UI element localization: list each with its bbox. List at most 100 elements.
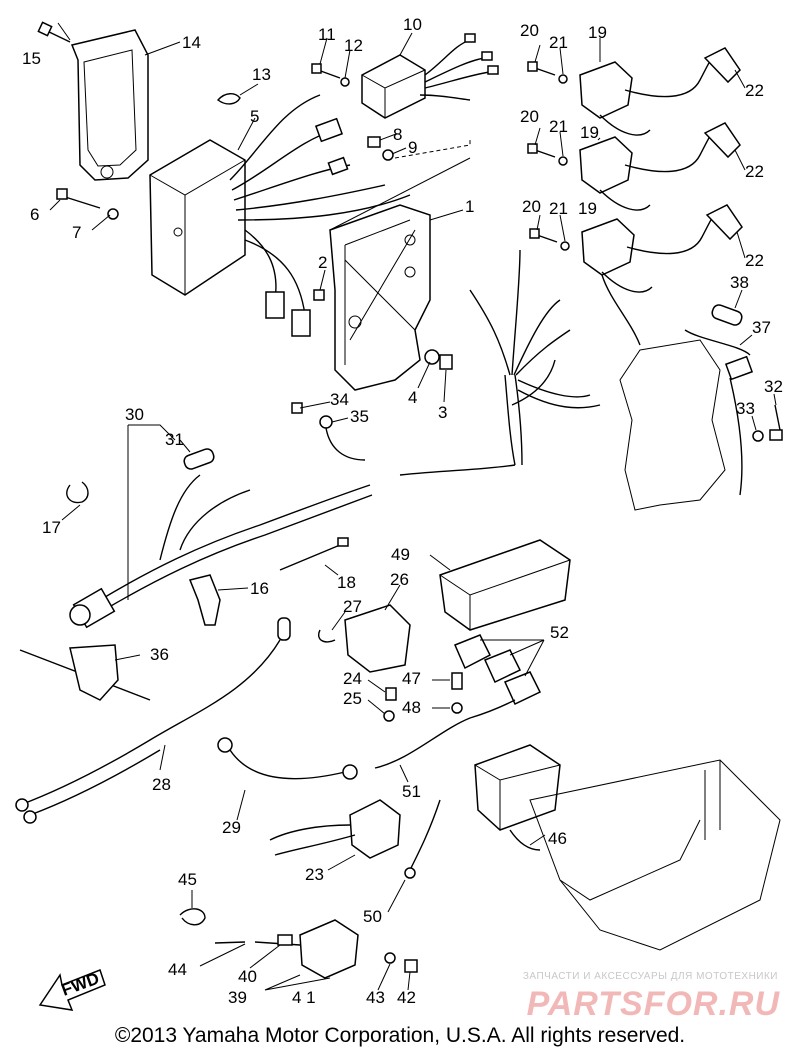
callout-9: 9 <box>408 138 417 157</box>
part-28-battery-cable <box>15 617 291 824</box>
part-14-cover <box>70 29 149 181</box>
part-9-washer <box>382 149 394 161</box>
part-23-starter-relay <box>269 799 401 859</box>
callout-52: 52 <box>550 623 569 642</box>
callout-21a: 21 <box>549 33 568 52</box>
fwd-arrow: FWD <box>38 969 106 1011</box>
callout-47: 47 <box>402 669 421 688</box>
callout-26: 26 <box>390 570 409 589</box>
part-43-washer <box>384 952 396 964</box>
part-22-plug-cap-1 <box>703 47 741 84</box>
part-19-ignition-coil-2 <box>579 126 719 211</box>
part-16-clamp <box>188 574 221 626</box>
part-49-relay-cover <box>439 539 571 631</box>
callout-49: 49 <box>391 545 410 564</box>
cdi-wire-bundle <box>229 94 411 337</box>
part-46-relay-block <box>474 744 561 851</box>
callout-6: 6 <box>30 205 39 224</box>
callout-7: 7 <box>72 223 81 242</box>
callout-43: 43 <box>366 988 385 1007</box>
part-42-bolt <box>404 959 418 973</box>
callout-20b: 20 <box>520 107 539 126</box>
part-47-bolt <box>451 672 463 690</box>
callout-8: 8 <box>393 125 402 144</box>
part-12-washer <box>340 77 350 87</box>
part-13-clip <box>216 93 241 105</box>
callout-25: 25 <box>343 689 362 708</box>
callout-11: 11 <box>318 25 336 44</box>
part-21-washer-2 <box>558 156 568 166</box>
callout-30: 30 <box>125 405 144 424</box>
callout-29: 29 <box>222 818 241 837</box>
part-45-clip <box>179 908 206 926</box>
part-7-washer <box>107 208 119 220</box>
callout-14: 14 <box>182 33 201 52</box>
part-24-bolt <box>385 687 397 701</box>
part-17-clamp <box>66 481 89 504</box>
part-6-bolt <box>56 188 101 209</box>
callout-33: 33 <box>736 399 755 418</box>
watermark-tagline: ЗАПЧАСТИ И АКСЕССУАРЫ ДЛЯ МОТОТЕХНИКИ <box>522 971 778 982</box>
part-36-holder <box>19 644 151 701</box>
part-37-sensor <box>684 329 754 496</box>
part-48-washer <box>451 702 463 714</box>
callout-2: 2 <box>318 253 327 272</box>
leader-lines <box>49 22 777 991</box>
part-27-clip <box>318 629 336 643</box>
callout-28: 28 <box>152 775 171 794</box>
part-52-caps <box>454 634 542 706</box>
part-22-plug-cap-3 <box>705 204 743 241</box>
part-32-bolt <box>769 404 783 441</box>
part-5-cdi-unit <box>149 139 246 296</box>
part-15-bolt <box>37 21 71 43</box>
callout-44: 44 <box>168 960 187 979</box>
callout-37: 37 <box>752 318 771 337</box>
part-20-bolt-2 <box>527 143 556 158</box>
part-21-washer-1 <box>558 74 568 84</box>
part-8-bolt <box>367 136 381 148</box>
callout-22a: 22 <box>745 81 764 100</box>
callout-41: 4 1 <box>292 988 316 1007</box>
callout-51: 51 <box>402 782 421 801</box>
callout-20a: 20 <box>520 21 539 40</box>
callout-19a: 19 <box>588 23 607 42</box>
callout-16: 16 <box>250 579 269 598</box>
part-25-washer <box>383 710 395 722</box>
callout-34: 34 <box>330 390 349 409</box>
part-51-lead <box>374 699 516 769</box>
callout-3: 3 <box>438 403 447 422</box>
part-44-pin <box>214 941 246 944</box>
callout-39: 39 <box>228 988 247 1007</box>
callout-10: 10 <box>403 15 422 34</box>
callout-36: 36 <box>150 645 169 664</box>
callout-4: 4 <box>408 388 417 407</box>
callout-22c: 22 <box>745 251 764 270</box>
part-1-bracket <box>329 204 431 391</box>
part-19-ignition-coil-1 <box>579 51 719 136</box>
callout-13: 13 <box>252 65 271 84</box>
callout-labels: 15 14 6 7 5 13 11 12 10 8 9 1 2 4 3 20 2… <box>22 15 783 1007</box>
part-31-fuse <box>183 448 215 470</box>
part-50-lead <box>404 799 441 879</box>
part-3-collar <box>439 354 453 370</box>
callout-21b: 21 <box>549 117 568 136</box>
callout-40: 40 <box>238 967 257 986</box>
callout-18: 18 <box>337 573 356 592</box>
engine-outline <box>619 339 726 511</box>
callout-20c: 20 <box>522 197 541 216</box>
callout-22b: 22 <box>745 162 764 181</box>
part-40-part <box>277 934 293 946</box>
callout-46: 46 <box>548 829 567 848</box>
part-20-bolt-1 <box>527 61 556 76</box>
part-11-bolt <box>311 63 341 79</box>
callout-31: 31 <box>165 430 184 449</box>
callout-19c: 19 <box>578 199 597 218</box>
part-4-grommet <box>424 349 440 365</box>
callout-23: 23 <box>305 865 324 884</box>
callout-19b: 19 <box>580 123 599 142</box>
part-33-washer <box>752 430 764 442</box>
watermark-logo: PARTSFOR.RU <box>526 985 780 1023</box>
callout-17: 17 <box>42 518 61 537</box>
part-20-bolt-3 <box>529 228 558 243</box>
